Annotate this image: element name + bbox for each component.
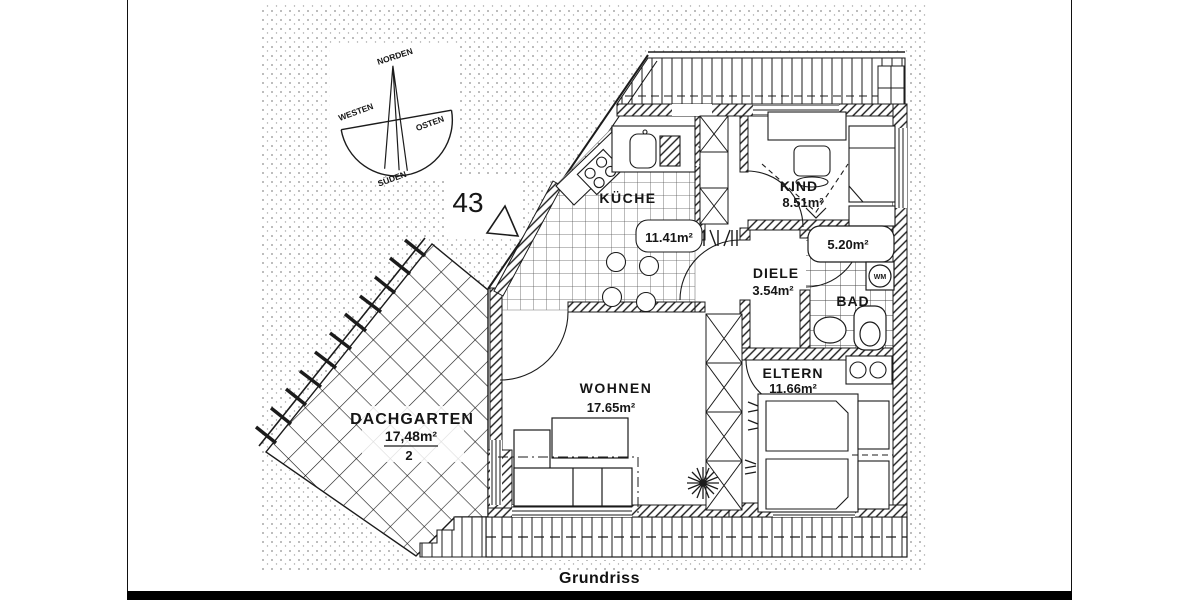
room-area: 17,48m² xyxy=(385,428,437,444)
footer-bar xyxy=(127,591,1072,600)
plot-number-label: 43 xyxy=(452,187,483,218)
washing-machine-icon xyxy=(868,264,892,288)
chair-icon xyxy=(638,255,660,277)
dachgarten-label: DACHGARTEN 17,48m² 2 xyxy=(350,406,474,463)
room-area: 11.41m² xyxy=(645,230,693,245)
room-name: DIELE xyxy=(753,265,799,281)
roof-window xyxy=(877,65,905,111)
room-area-divisor: 2 xyxy=(405,448,412,463)
plot-number: 43 xyxy=(452,187,520,237)
page-right-rule xyxy=(1071,0,1072,600)
sink-icon xyxy=(629,133,657,169)
entrance-door-dashed xyxy=(685,139,718,173)
washing-machine-label: WM xyxy=(874,274,887,281)
terrace-steps xyxy=(419,516,487,558)
washbasin-icon xyxy=(813,316,847,344)
room-name: KÜCHE xyxy=(599,190,656,206)
chair-icon xyxy=(635,291,657,313)
coffee-table xyxy=(551,417,629,459)
room-name: DACHGARTEN xyxy=(350,411,474,428)
desk-chair xyxy=(793,145,831,177)
living-room xyxy=(498,417,719,517)
room-name: KIND xyxy=(780,178,818,194)
room-area: 5.20m² xyxy=(827,237,869,252)
roof-knee-line xyxy=(498,456,639,517)
nightstand xyxy=(857,400,890,450)
toilet-icon xyxy=(853,305,887,351)
mattress xyxy=(765,400,849,452)
parents-room xyxy=(757,355,893,513)
kind-room xyxy=(761,111,896,227)
radiator-icon xyxy=(744,401,759,475)
drawing-caption: Grundriss xyxy=(559,570,640,587)
survey-triangle-icon xyxy=(485,204,520,237)
mattress xyxy=(765,458,849,510)
roof-edge-diagonal xyxy=(487,54,649,290)
page-left-rule xyxy=(127,0,128,600)
door-arcs xyxy=(499,139,862,406)
room-name: BAD xyxy=(836,293,869,309)
drainer-icon xyxy=(659,135,681,167)
desk xyxy=(767,111,847,141)
chair-icon xyxy=(605,251,627,273)
room-labels: KÜCHE 11.41m² KIND 8.51m² DIELE 3.54m² 5… xyxy=(580,178,887,415)
hall-closet xyxy=(699,115,729,225)
bed-kind xyxy=(848,125,896,203)
plant-icon xyxy=(687,467,719,499)
south-eaves-strip xyxy=(419,516,908,558)
chair-icon xyxy=(601,286,623,308)
bathroom xyxy=(807,225,895,351)
area-pointer xyxy=(805,207,827,219)
room-area: 11.66m² xyxy=(769,381,817,396)
room-area: 8.51m² xyxy=(782,195,824,210)
wardrobe-wall xyxy=(705,313,743,511)
railing xyxy=(254,237,427,447)
kitchen xyxy=(555,125,703,313)
bathtub xyxy=(807,225,895,263)
room-name: ELTERN xyxy=(763,365,824,381)
room-name: WOHNEN xyxy=(580,380,653,396)
roof-slope-dashed xyxy=(761,163,849,213)
room-area: 17.65m² xyxy=(587,400,636,415)
room-area: 3.54m² xyxy=(752,283,794,298)
nightstand xyxy=(857,460,890,510)
dining-table xyxy=(635,219,703,253)
radiator-icon xyxy=(703,229,738,247)
stove-icon xyxy=(576,148,624,196)
